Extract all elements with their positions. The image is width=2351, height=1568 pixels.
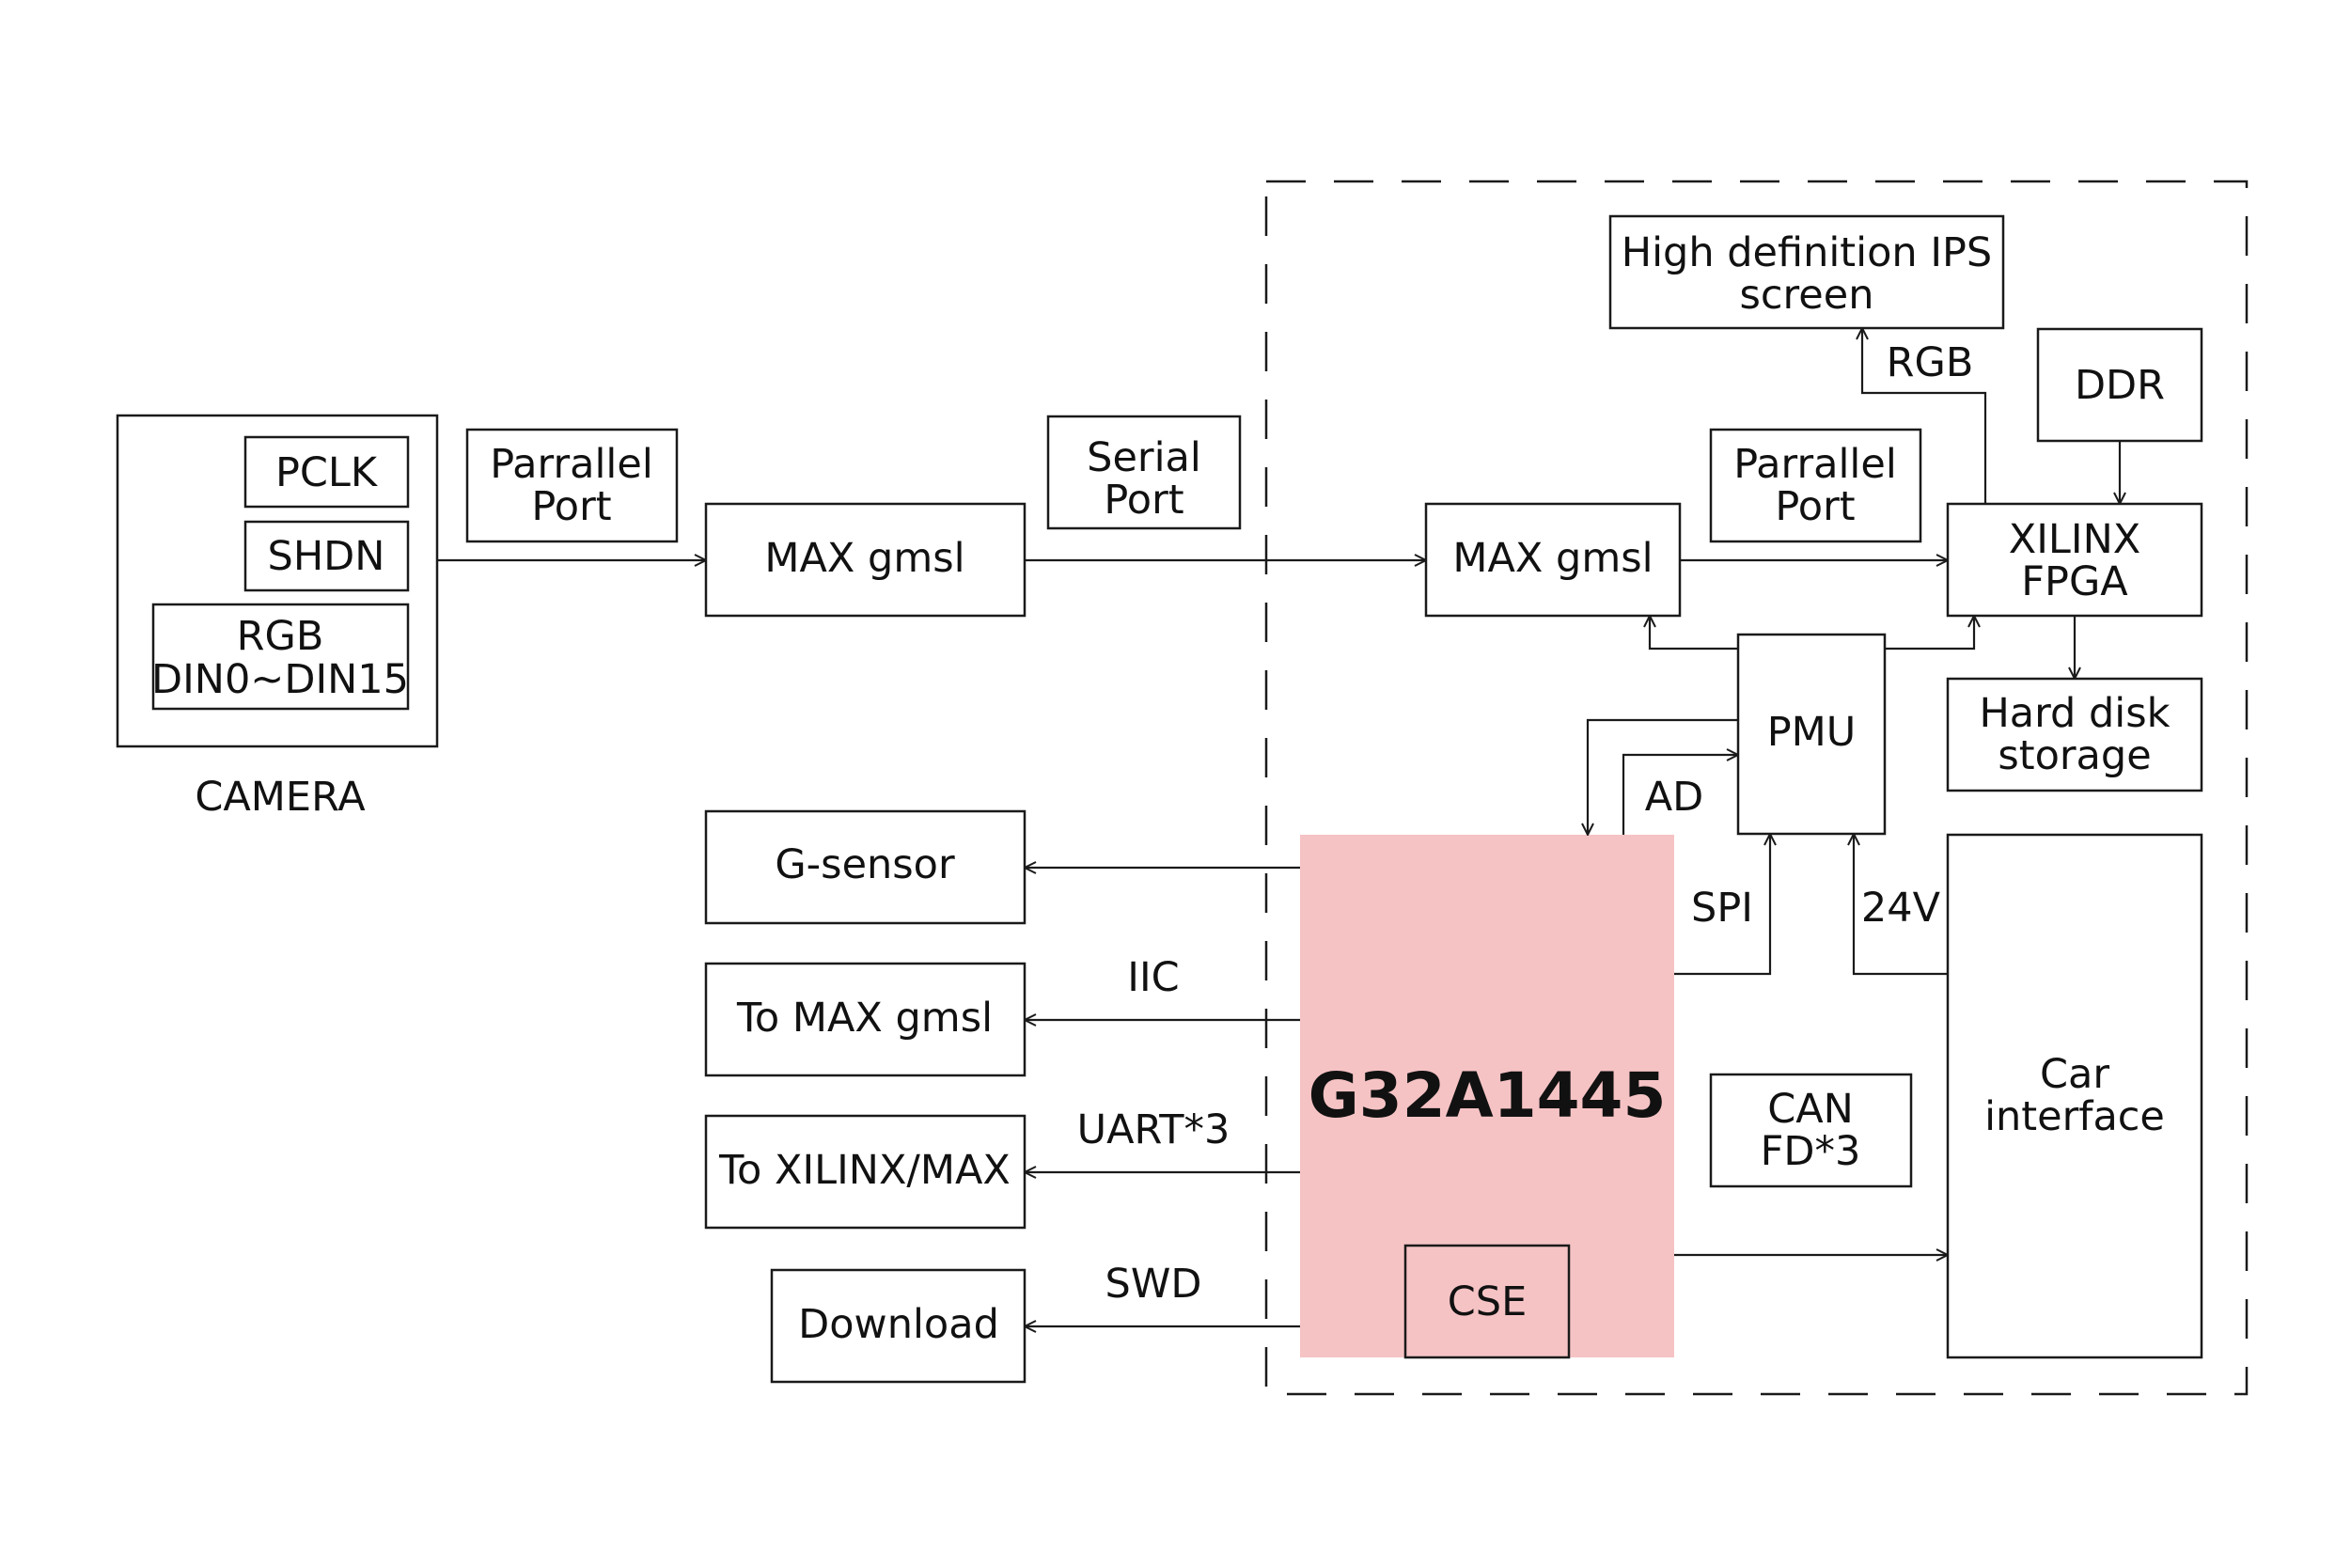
pclk-box	[243, 435, 410, 509]
parallel-port-label-left-1: Parrallel	[490, 441, 653, 488]
can-fd-label-1: CAN	[1767, 1086, 1854, 1133]
rgb-din-box	[151, 603, 410, 711]
download-label: Download	[798, 1301, 999, 1348]
parallel-port-label-left-2: Port	[531, 483, 611, 530]
mcu-block	[1300, 835, 1674, 1357]
serial-port-label-1: Serial	[1087, 434, 1201, 481]
ips-screen-label-2: screen	[1740, 272, 1874, 319]
parallel-port-label-right-2: Port	[1775, 483, 1855, 530]
xilinx-fpga-box	[1946, 502, 2203, 618]
can-fd-label-2: FD*3	[1761, 1128, 1861, 1175]
ad-bus-label: AD	[1645, 774, 1704, 821]
parallel-port-label-right-1: Parrallel	[1733, 441, 1897, 488]
pmu-to-mcu-arrow	[1588, 718, 1738, 835]
car-24v-to-pmu-arrow	[1854, 834, 1948, 976]
pmu-box	[1736, 633, 1887, 836]
pmu-to-fpga-arrow	[1885, 616, 1974, 651]
car-interface-label-2: interface	[1984, 1093, 2165, 1140]
g-sensor-box	[704, 809, 1027, 925]
to-xilinx-max-label: To XILINX/MAX	[718, 1147, 1011, 1194]
ddr-label: DDR	[2075, 362, 2165, 409]
xilinx-fpga-label-1: XILINX	[2009, 516, 2140, 563]
pmu-label: PMU	[1767, 709, 1857, 756]
parallel-port-box-right	[1709, 428, 1922, 543]
pmu-to-max-gmsl-arrow	[1650, 616, 1738, 651]
car-interface-box	[1946, 833, 2203, 1359]
rgb-bus-label: RGB	[1887, 339, 1974, 386]
cse-box	[1403, 1244, 1571, 1359]
mcu-label: G32A1445	[1309, 1059, 1667, 1132]
shdn-label: SHDN	[268, 533, 385, 580]
swd-bus-label: SWD	[1105, 1261, 1202, 1308]
serial-port-box	[1046, 415, 1242, 530]
spi-bus-label: SPI	[1691, 885, 1753, 932]
parallel-port-box-left	[465, 428, 679, 543]
camera-block: PCLK SHDN RGB DIN0~DIN15 CAMERA	[116, 414, 439, 821]
cse-label: CSE	[1448, 1278, 1528, 1325]
din-label: DIN0~DIN15	[151, 656, 409, 703]
board-region	[1264, 180, 2249, 1396]
ddr-box	[2036, 327, 2203, 443]
hard-disk-label-2: storage	[1998, 732, 2151, 779]
to-max-gmsl-label: To MAX gmsl	[736, 995, 993, 1042]
hard-disk-label-1: Hard disk	[1979, 690, 2170, 737]
xilinx-fpga-label-2: FPGA	[2021, 558, 2128, 605]
mcu-spi-to-pmu-arrow	[1674, 834, 1770, 976]
v24-bus-label: 24V	[1861, 885, 1941, 932]
pclk-label: PCLK	[275, 449, 379, 496]
max-gmsl-label-left: MAX gmsl	[764, 535, 964, 582]
mcu-ad-to-pmu-arrow	[1622, 755, 1738, 835]
car-interface-label-1: Car	[2040, 1051, 2109, 1098]
can-fd-box	[1709, 1073, 1913, 1188]
g-sensor-label: G-sensor	[775, 841, 955, 888]
max-gmsl-label-right: MAX gmsl	[1452, 535, 1653, 582]
rgb-label: RGB	[237, 613, 324, 660]
iic-bus-label: IIC	[1127, 954, 1179, 1001]
serial-port-label-2: Port	[1104, 477, 1183, 524]
shdn-box	[243, 520, 410, 592]
max-gmsl-box-left	[704, 502, 1027, 618]
ips-screen-box	[1608, 214, 2005, 330]
ips-screen-label-1: High definition IPS	[1622, 229, 1992, 276]
to-xilinx-max-box	[704, 1114, 1027, 1230]
fpga-to-ips-rgb-arrow	[1862, 328, 1987, 504]
uart-bus-label: UART*3	[1077, 1106, 1230, 1153]
hard-disk-box	[1946, 677, 2203, 792]
camera-caption: CAMERA	[195, 774, 366, 821]
